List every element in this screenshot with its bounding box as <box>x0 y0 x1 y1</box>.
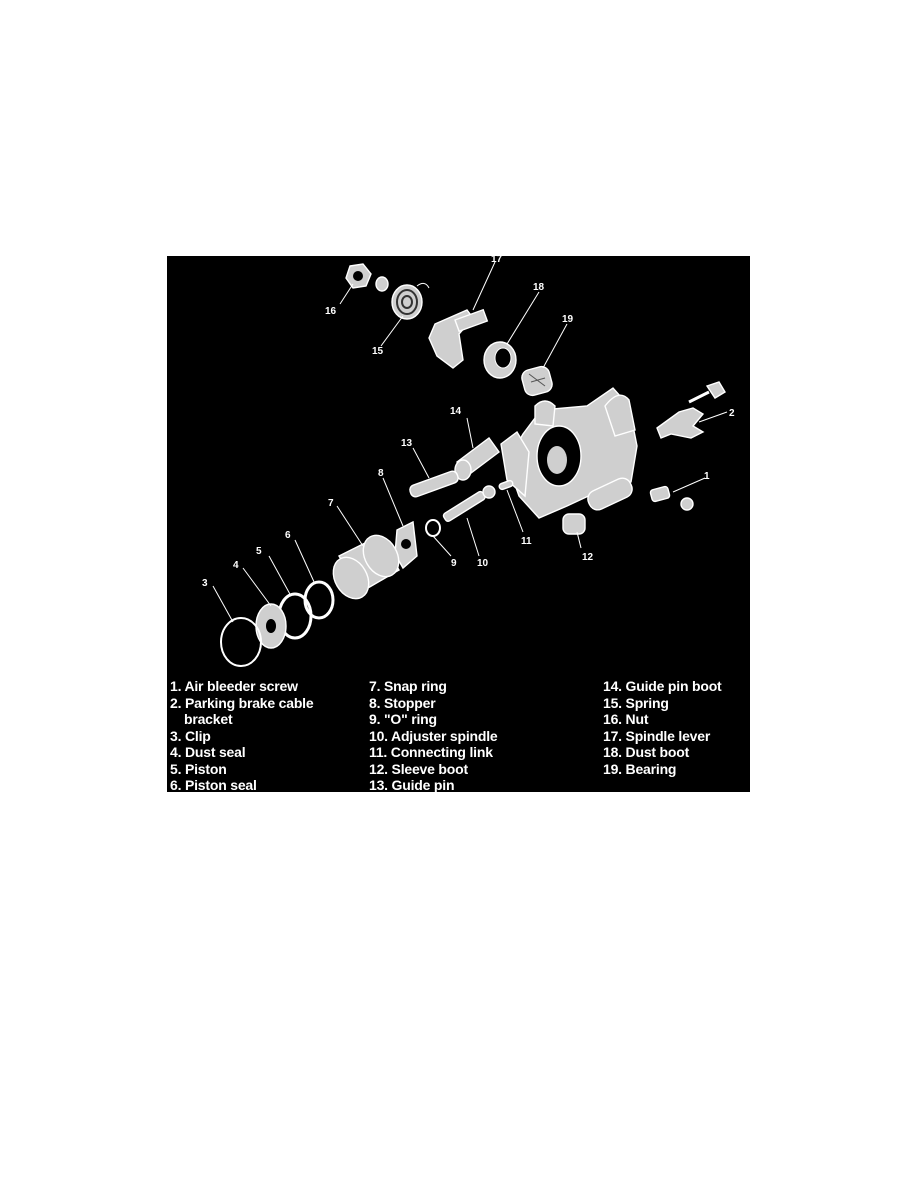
callout-2: 2 <box>729 408 735 419</box>
legend-item: 16. Nut <box>603 711 649 727</box>
legend-item: 1. Air bleeder screw <box>170 678 298 694</box>
part-spindle-lever <box>428 308 489 369</box>
callout-16: 16 <box>325 306 337 317</box>
legend-item: 4. Dust seal <box>170 744 246 760</box>
leader-lines <box>212 261 728 623</box>
part-snap-ring-cylinder <box>332 534 400 600</box>
callout-13: 13 <box>401 438 413 449</box>
part-washer <box>375 276 389 292</box>
legend-item: 2. Parking brake cable <box>170 694 314 711</box>
callout-7: 7 <box>328 498 334 509</box>
part-adjuster-spindle <box>442 485 496 522</box>
callout-10: 10 <box>477 558 489 569</box>
legend-column-1: 1. Air bleeder screw 2. Parking brake ca… <box>170 678 314 794</box>
exploded-view-illustration: 1 2 3 4 5 6 7 8 9 10 11 12 13 14 15 16 1… <box>202 256 735 667</box>
part-bolt <box>688 381 726 404</box>
part-dust-boot <box>483 341 517 379</box>
callout-9: 9 <box>451 558 457 569</box>
part-caliper-body <box>500 387 638 519</box>
legend-item: 18. Dust boot <box>603 744 690 760</box>
part-guide-pin <box>409 470 459 498</box>
legend-item: 19. Bearing <box>603 760 677 777</box>
legend-item: 6. Piston seal <box>170 777 257 793</box>
callout-8: 8 <box>378 468 384 479</box>
part-spring <box>391 282 430 320</box>
legend-item: 15. Spring <box>603 694 669 711</box>
exploded-diagram-figure: 1 2 3 4 5 6 7 8 9 10 11 12 13 14 15 16 1… <box>167 256 750 794</box>
part-nut <box>345 263 372 289</box>
part-connecting-link <box>498 479 514 491</box>
callout-19: 19 <box>562 314 574 325</box>
part-o-ring <box>425 519 441 537</box>
part-parking-brake-bracket <box>656 407 705 439</box>
legend-column-2: 7. Snap ring 8. Stopper 9. "O" ring 10. … <box>369 678 498 794</box>
legend-item: 9. "O" ring <box>369 711 437 727</box>
legend-item: 5. Piston <box>170 760 227 777</box>
part-clip <box>220 617 262 667</box>
legend-item: 17. Spindle lever <box>603 727 711 744</box>
part-guide-pin-boot <box>454 437 500 481</box>
legend-item: 13. Guide pin <box>369 777 455 793</box>
legend-item: 11. Connecting link <box>369 744 493 760</box>
callout-12: 12 <box>582 552 594 563</box>
callout-1: 1 <box>704 471 710 482</box>
part-air-bleeder-screw <box>649 485 694 511</box>
parts-legend: 1. Air bleeder screw 2. Parking brake ca… <box>167 675 750 794</box>
legend-item: 8. Stopper <box>369 694 436 711</box>
legend-item: bracket <box>184 711 233 727</box>
callout-18: 18 <box>533 282 545 293</box>
legend-item: 3. Clip <box>170 727 211 744</box>
callout-5: 5 <box>256 546 262 557</box>
legend-item: 14. Guide pin boot <box>603 678 722 694</box>
callout-17: 17 <box>491 256 503 265</box>
part-bearing <box>521 365 553 397</box>
callout-11: 11 <box>521 536 532 547</box>
part-dust-seal <box>255 603 287 649</box>
callout-15: 15 <box>372 346 384 357</box>
callout-3: 3 <box>202 578 208 589</box>
callout-14: 14 <box>450 406 462 417</box>
callout-6: 6 <box>285 530 291 541</box>
callout-4: 4 <box>233 560 239 571</box>
legend-item: 12. Sleeve boot <box>369 760 468 777</box>
legend-column-3: 14. Guide pin boot 15. Spring 16. Nut 17… <box>603 678 722 777</box>
part-sleeve-boot <box>562 513 586 535</box>
legend-item: 10. Adjuster spindle <box>369 727 498 744</box>
part-piston-seal <box>303 580 335 620</box>
legend-item: 7. Snap ring <box>369 678 447 694</box>
